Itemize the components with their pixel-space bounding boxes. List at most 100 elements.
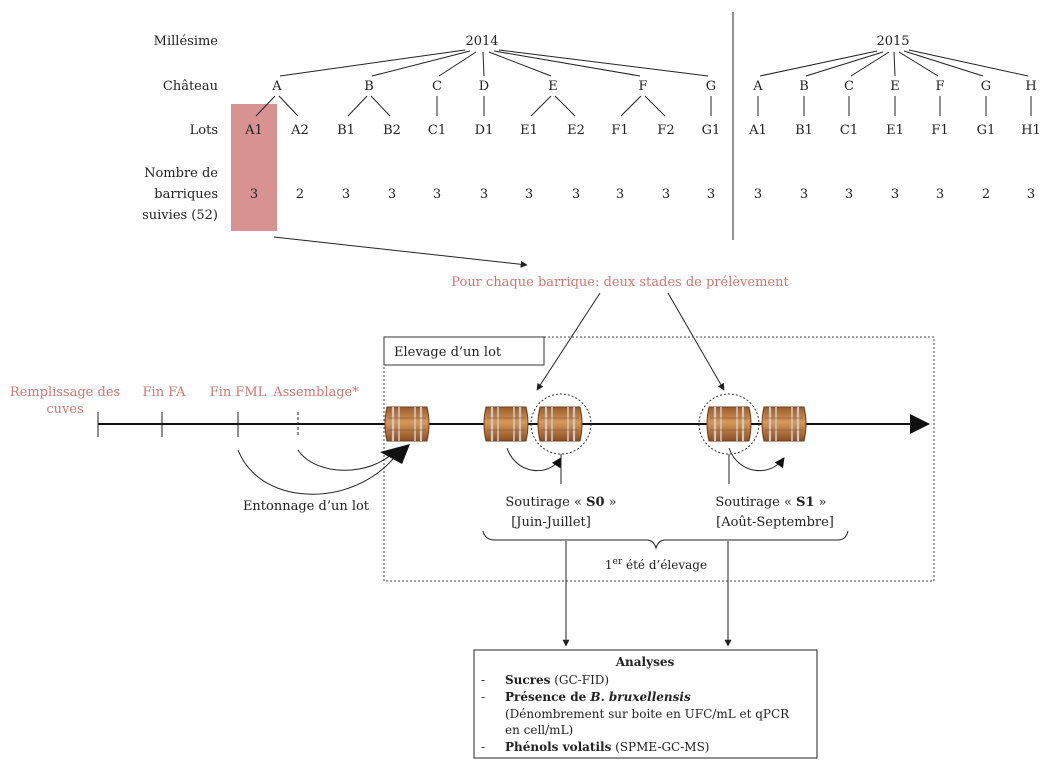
soutirage-s1-period: [Août-Septembre] [716,515,834,530]
analyses-dash-2: - [481,690,485,704]
label-millesime: Millésime [154,34,219,49]
tree-2014-year [279,49,709,77]
chateau-2015-f: F [935,79,944,94]
label-assemblage: Assemblage* [272,385,359,400]
soutirage-s1-label: Soutirage « S1 » [715,495,826,510]
count-2015-b1: 3 [800,187,808,202]
label-entonnage: Entonnage d’un lot [243,499,370,514]
count-2014-b1: 3 [342,187,350,202]
lot-2014-g1: G1 [702,123,721,138]
elevage-label-box [383,336,545,366]
count-2014-a1: 3 [250,187,258,202]
label-nombre-2: barriques [154,187,218,202]
count-2015-c1: 3 [845,187,853,202]
chateau-2014-f: F [638,79,647,94]
count-2014-e2: 3 [572,187,580,202]
count-2014-e1: 3 [525,187,533,202]
label-fin-fml: Fin FML [210,385,267,400]
label-nombre-1: Nombre de [144,166,218,181]
barrel-before-s0 [482,405,530,443]
curve-soutirage-s0 [506,447,562,472]
lot-2014-c1: C1 [428,123,446,138]
chateau-2014-g: G [706,79,716,94]
ete-label: 1er été d’élevage [605,557,707,572]
arrow-a1-to-sampling [273,236,528,268]
barrel-s1 [705,405,753,443]
soutirage-s0-label: Soutirage « S0 » [505,495,616,510]
count-2014-a2: 2 [296,187,304,202]
soutirage-s0-period: [Juin-Juillet] [511,515,591,530]
analyses-item-brett-sub2: en cell/mL) [505,723,573,737]
chateau-2014-c: C [432,79,442,94]
highlight-a1 [231,104,277,231]
chateau-2014-e: E [548,79,558,94]
count-2014-f2: 3 [662,187,670,202]
year-2015: 2015 [876,34,909,49]
tree-2014-lots [255,95,712,117]
analyses-title: Analyses [615,655,675,669]
count-2014-c1: 3 [433,187,441,202]
chateau-2015-b: B [799,79,809,94]
analyses-dash-1: - [481,673,485,687]
sampling-title: Pour chaque barrique: deux stades de pré… [451,275,789,290]
label-remplissage-2: cuves [46,402,83,417]
lot-2015-g1: G1 [977,123,996,138]
chateau-2014-a: A [271,79,282,94]
lot-2015-c1: C1 [840,123,858,138]
count-2015-a1: 3 [754,187,762,202]
lot-2015-b1: B1 [795,123,813,138]
analyses-dash-3: - [481,740,485,754]
count-2015-e1: 3 [891,187,899,202]
count-2014-d1: 3 [480,187,488,202]
analyses-item-sucres: Sucres (GC-FID) [505,673,609,687]
lot-2014-d1: D1 [475,123,494,138]
year-2014: 2014 [465,34,498,49]
lot-2014-a2: A2 [290,123,309,138]
lot-2014-e2: E2 [567,123,585,138]
label-remplissage-1: Remplissage des [10,385,120,400]
elevage-box [383,336,935,582]
chateau-2015-a: A [752,79,763,94]
curve-assemblage-entonnage [297,449,397,471]
lot-2015-a1: A1 [748,123,767,138]
lot-2015-h1: H1 [1021,123,1041,138]
lot-2014-e1: E1 [520,123,538,138]
analyses-item-brett-sub1: (Dénombrement sur boite en UFC/mL et qPC… [505,707,790,721]
count-2015-g1: 2 [982,187,990,202]
chateau-2015-h: H [1025,79,1036,94]
arrow-to-s1 [667,292,725,391]
lot-2014-a1: A1 [244,123,263,138]
chateau-2015-g: G [981,79,991,94]
label-fin-fa: Fin FA [143,385,187,400]
elevage-label: Elevage d’un lot [394,345,502,360]
analyses-item-brett: Présence de B. bruxellensis [505,690,691,704]
barrel-s0 [536,405,584,443]
tree-2015-lots [757,96,1032,116]
ete-brace [482,530,849,550]
chateau-2014-b: B [364,79,374,94]
arrow-to-s0 [536,292,601,391]
count-2015-f1: 3 [936,187,944,202]
count-2014-b2: 3 [388,187,396,202]
barrel-entonnage [383,405,431,443]
count-2014-f1: 3 [616,187,624,202]
lot-2015-f1: F1 [931,123,948,138]
lot-2015-e1: E1 [886,123,904,138]
analyses-item-phenols: Phénols volatils (SPME-GC-MS) [505,740,709,754]
entonnage-arrowhead [380,444,410,464]
lot-2014-b2: B2 [383,123,401,138]
s0-sample-circle [530,393,592,455]
tree-2015-year [759,49,1029,77]
lot-2014-b1: B1 [337,123,355,138]
analyses-box [473,649,818,759]
curve-fin-fml-entonnage [237,449,401,495]
lot-2014-f2: F2 [657,123,674,138]
label-lots: Lots [190,123,218,138]
s1-sample-circle [698,393,760,455]
barrel-after-s1 [760,405,808,443]
chateau-2015-c: C [844,79,854,94]
chateau-2014-d: D [479,79,489,94]
count-2014-g1: 3 [707,187,715,202]
label-nombre-3: suivies (52) [142,208,218,223]
